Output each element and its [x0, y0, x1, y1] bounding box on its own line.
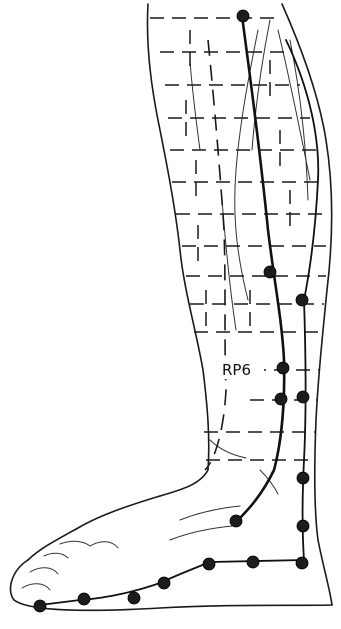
acupoint: [296, 557, 308, 569]
acupoint: [128, 592, 140, 604]
acupoint: [237, 10, 249, 22]
acupoint: [203, 558, 215, 570]
leg-outline: [10, 4, 332, 610]
acupoints: [34, 10, 309, 612]
acupoint: [297, 472, 309, 484]
acupoint: [275, 393, 287, 405]
toes: [22, 541, 118, 590]
acupoint: [34, 600, 46, 612]
dashed-meridian: [205, 40, 226, 470]
acupoint: [297, 520, 309, 532]
acupoint: [296, 294, 308, 306]
point-label-rp6: RP6: [222, 361, 251, 379]
acupoint: [277, 362, 289, 374]
acupoint: [247, 556, 259, 568]
acupoint: [230, 515, 242, 527]
spleen-meridian: [40, 16, 318, 605]
acupoint: [264, 266, 276, 278]
muscle-lines: [170, 20, 310, 540]
acupoint: [158, 577, 170, 589]
acupoint: [78, 593, 90, 605]
acupoint: [297, 391, 309, 403]
